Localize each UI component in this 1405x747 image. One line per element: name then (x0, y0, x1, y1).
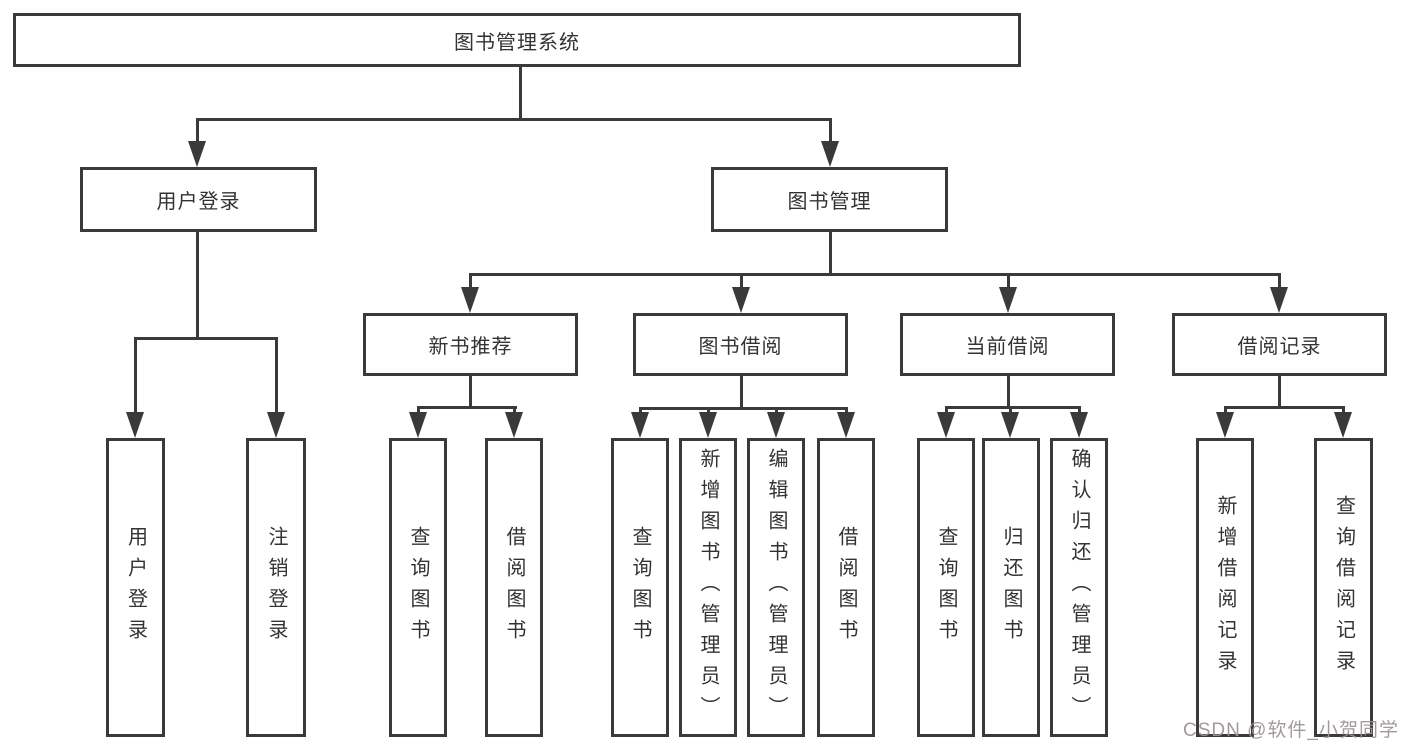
connector-line (740, 376, 743, 408)
leaf-label: 借阅图书 (835, 525, 857, 650)
arrowhead-down-icon (1070, 412, 1088, 438)
connector-line (134, 337, 137, 414)
connector-line (639, 407, 642, 414)
arrowhead-down-icon (267, 412, 285, 438)
connector-line (1007, 376, 1010, 407)
leaf-query-borrow-record: 查询借阅记录 (1314, 438, 1373, 737)
csdn-watermark: CSDN @软件_小贺同学 (1183, 720, 1399, 741)
leaf-label: 用户登录 (124, 525, 147, 650)
arrowhead-down-icon (821, 141, 839, 167)
connector-line (196, 232, 199, 338)
connector-line (469, 376, 472, 407)
arrowhead-down-icon (732, 287, 750, 313)
leaf-borrow-books-newbook: 借阅图书 (485, 438, 543, 737)
connector-line (845, 407, 848, 414)
connector-line (1278, 376, 1281, 407)
arrowhead-down-icon (999, 287, 1017, 313)
leaf-logout: 注销登录 (246, 438, 306, 737)
connector-line (469, 273, 472, 289)
arrowhead-down-icon (699, 412, 717, 438)
connector-line (829, 118, 832, 144)
connector-line (275, 337, 278, 414)
leaf-borrow-books: 借阅图书 (817, 438, 875, 737)
connector-line (469, 273, 1281, 276)
arrowhead-down-icon (1270, 287, 1288, 313)
arrowhead-down-icon (126, 412, 144, 438)
connector-line (740, 273, 743, 289)
leaf-return-books: 归还图书 (982, 438, 1040, 737)
leaf-label: 新增图书（管理员） (697, 448, 719, 727)
leaf-label: 编辑图书（管理员） (765, 448, 787, 727)
arrowhead-down-icon (1334, 412, 1352, 438)
connector-line (639, 407, 848, 410)
arrowhead-down-icon (505, 412, 523, 438)
arrowhead-down-icon (937, 412, 955, 438)
arrowhead-down-icon (837, 412, 855, 438)
arrowhead-down-icon (1001, 412, 1019, 438)
leaf-label: 注销登录 (265, 525, 287, 650)
connector-line (519, 67, 522, 118)
connector-line (417, 406, 420, 414)
connector-line (134, 337, 278, 340)
node-current-borrowing: 当前借阅 (900, 313, 1115, 376)
connector-line (1009, 406, 1012, 414)
leaf-label: 查询借阅记录 (1332, 494, 1355, 681)
leaf-label: 确认归还（管理员） (1068, 448, 1090, 727)
node-book-management: 图书管理 (711, 167, 948, 232)
node-library-management-system: 图书管理系统 (13, 13, 1021, 67)
leaf-user-login: 用户登录 (106, 438, 165, 737)
arrowhead-down-icon (409, 412, 427, 438)
connector-line (1007, 273, 1010, 289)
leaf-label: 新增借阅记录 (1214, 494, 1236, 681)
connector-line (829, 232, 832, 274)
leaf-query-books-newbook: 查询图书 (389, 438, 447, 737)
arrowhead-down-icon (767, 412, 785, 438)
leaf-add-borrow-record: 新增借阅记录 (1196, 438, 1254, 737)
leaf-label: 归还图书 (1000, 525, 1022, 650)
arrowhead-down-icon (1216, 412, 1234, 438)
connector-line (945, 406, 948, 414)
connector-line (945, 406, 1081, 409)
node-new-book-recommendation: 新书推荐 (363, 313, 578, 376)
connector-line (1224, 406, 1345, 409)
arrowhead-down-icon (461, 287, 479, 313)
node-user-login: 用户登录 (80, 167, 317, 232)
leaf-query-books-current: 查询图书 (917, 438, 975, 737)
connector-line (1078, 406, 1081, 414)
node-book-borrowing: 图书借阅 (633, 313, 848, 376)
arrowhead-down-icon (631, 412, 649, 438)
leaf-confirm-return-admin: 确认归还（管理员） (1050, 438, 1108, 737)
connector-line (1224, 406, 1227, 414)
leaf-query-books-borrow: 查询图书 (611, 438, 669, 737)
leaf-edit-books-admin: 编辑图书（管理员） (747, 438, 805, 737)
connector-line (1278, 273, 1281, 289)
leaf-add-books-admin: 新增图书（管理员） (679, 438, 737, 737)
connector-line (417, 406, 517, 409)
connector-line (707, 407, 710, 414)
connector-line (513, 406, 516, 414)
leaf-label: 借阅图书 (503, 525, 525, 650)
arrowhead-down-icon (188, 141, 206, 167)
node-borrowing-records: 借阅记录 (1172, 313, 1387, 376)
connector-line (775, 407, 778, 414)
leaf-label: 查询图书 (407, 525, 429, 650)
connector-line (196, 118, 832, 121)
leaf-label: 查询图书 (629, 525, 651, 650)
connector-line (196, 118, 199, 144)
connector-line (1342, 406, 1345, 414)
leaf-label: 查询图书 (935, 525, 957, 650)
